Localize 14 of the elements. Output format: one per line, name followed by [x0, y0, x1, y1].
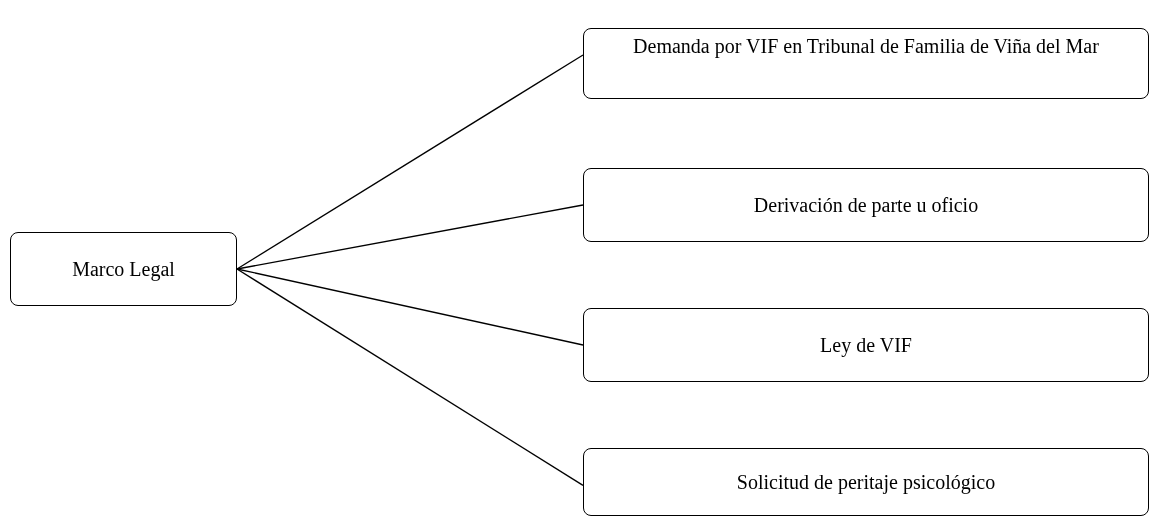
- box-label: Ley de VIF: [820, 334, 912, 356]
- connector-line: [236, 204, 584, 270]
- connector-line: [236, 268, 584, 346]
- box-label: Marco Legal: [72, 258, 175, 280]
- box-label: Solicitud de peritaje psicológico: [736, 471, 996, 493]
- connector-line: [236, 54, 584, 270]
- text-box: [583, 448, 1149, 516]
- text-box: [583, 28, 1149, 99]
- connector-line: [236, 268, 584, 487]
- box-label: Derivación de parte u oficio: [753, 194, 979, 216]
- box-label: Demanda por VIF en Tribunal de Familia de Viña del Mar: [633, 35, 1099, 57]
- text-box: [10, 232, 237, 306]
- text-box: [583, 308, 1149, 382]
- text-box: [583, 168, 1149, 242]
